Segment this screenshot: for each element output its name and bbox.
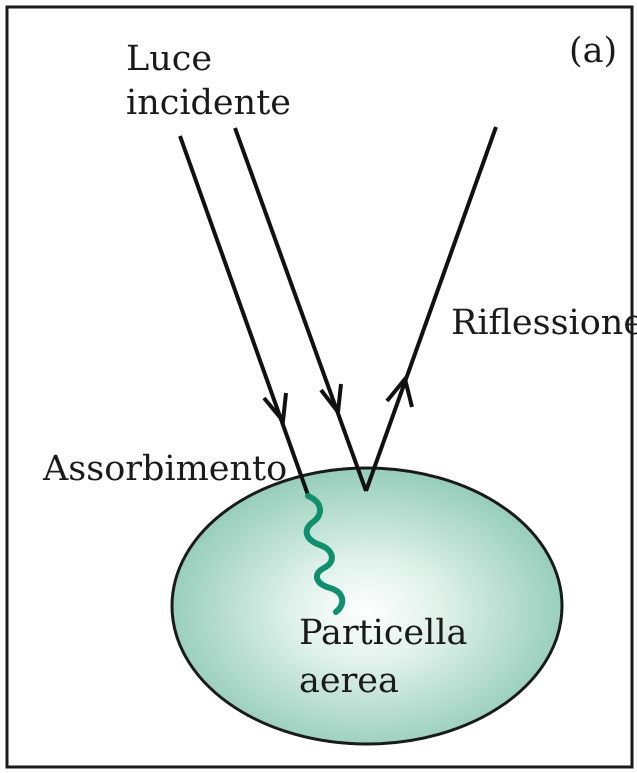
reflection-label: Riflessione <box>451 303 637 343</box>
absorption-label: Assorbimento <box>42 449 287 489</box>
absorbed-ray <box>180 136 308 495</box>
air-particle <box>172 468 562 744</box>
panel-label: (a) <box>569 31 617 71</box>
particle-label-line1: Particella <box>299 613 467 653</box>
incident-ray <box>235 128 366 491</box>
particle-label-line2: aerea <box>299 661 399 701</box>
incident-light-label-line1: Luce <box>126 39 212 79</box>
incident-light-label-line2: incidente <box>126 83 291 123</box>
